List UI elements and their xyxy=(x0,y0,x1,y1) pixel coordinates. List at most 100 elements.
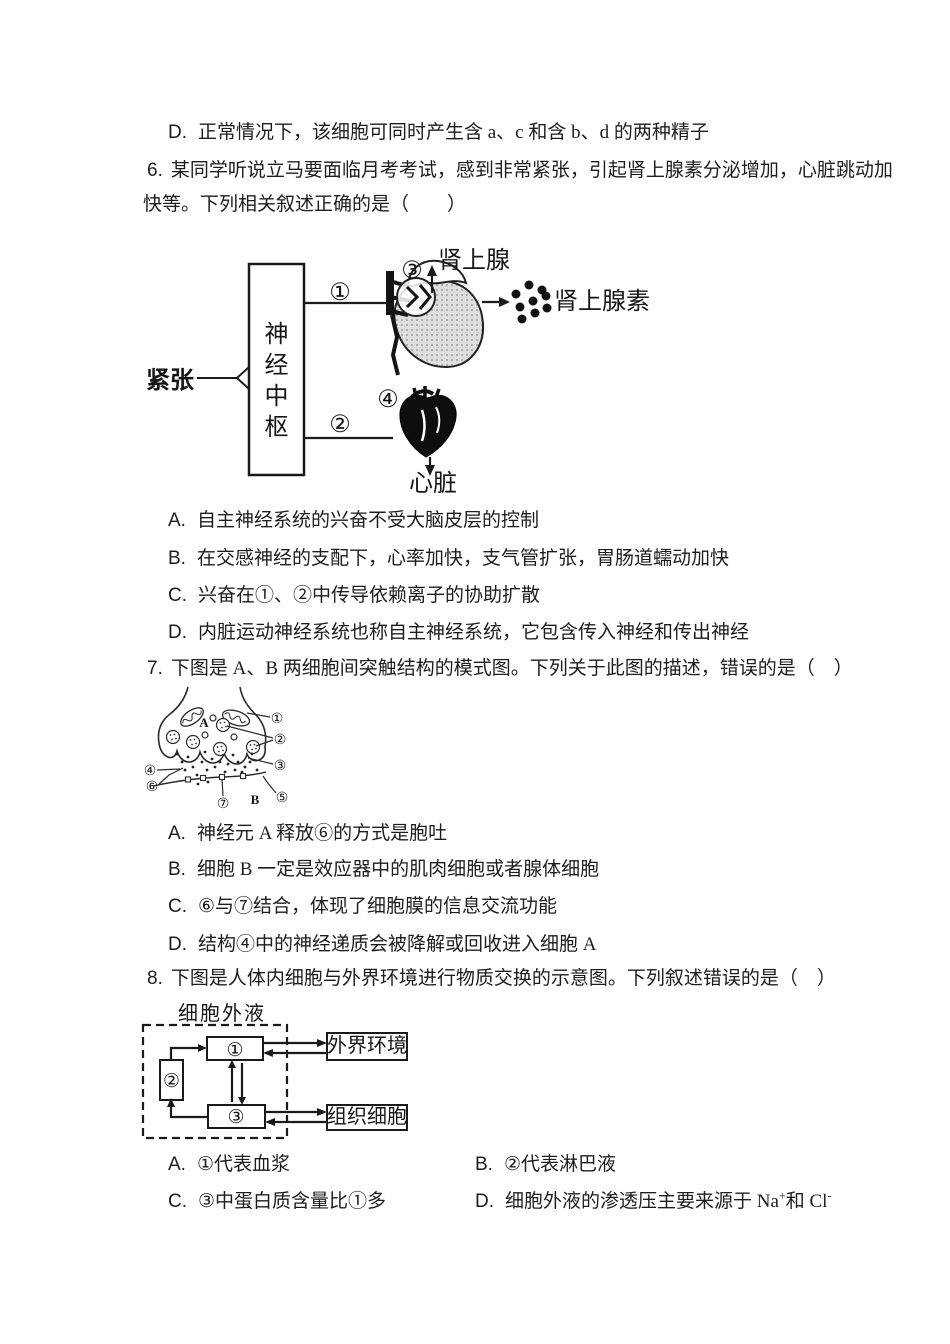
pathway-2-number: ② xyxy=(329,412,351,438)
q7-option-a: A. 神经元 A 释放⑥的方式是胞吐 xyxy=(168,821,447,847)
q6-option-b: B. 在交感神经的支配下，心率加快，支气管扩张，胃肠道蠕动加快 xyxy=(168,546,729,572)
prev-question-option-d: D. 正常情况下，该细胞可同时产生含 a、c 和含 b、d 的两种精子 xyxy=(168,120,709,146)
option-text: ③中蛋白质含量比①多 xyxy=(198,1191,387,1212)
hormone-label: 肾上腺素 xyxy=(554,288,650,315)
option-label: C. xyxy=(168,896,187,917)
cell-b-label: B xyxy=(251,792,260,807)
nerve-center-label: 神 经 中 枢 xyxy=(265,321,289,441)
stimulus-connector xyxy=(197,366,250,390)
hormone-dots xyxy=(511,280,552,324)
svg-text:神: 神 xyxy=(265,321,289,348)
component-3-number: ③ xyxy=(227,1107,244,1128)
component-1-number: ① xyxy=(226,1040,243,1061)
label-4: ④ xyxy=(144,764,157,779)
q8-internal-environment-diagram: 细胞外液 ① ② ③ 外 xyxy=(141,1002,408,1140)
tissue-cells-box xyxy=(326,1104,408,1131)
q8-option-a: A. ①代表血浆 xyxy=(168,1152,290,1178)
stem-text: 下图是人体内细胞与外界环境进行物质交换的示意图。下列叙述错误的是（ ） xyxy=(170,968,836,989)
stem-text: 某同学听说立马要面临月考考试，感到非常紧张，引起肾上腺素分泌增加，心脏跳动加 xyxy=(170,160,893,181)
option-label: B. xyxy=(168,859,186,880)
q6-option-c: C. 兴奋在①、②中传导依赖离子的协助扩散 xyxy=(168,583,540,609)
extracellular-fluid-label: 细胞外液 xyxy=(178,1002,266,1025)
label-6: ⑥ xyxy=(146,780,159,795)
option-label: B. xyxy=(168,548,186,569)
q7-option-b: B. 细胞 B 一定是效应器中的肌肉细胞或者腺体细胞 xyxy=(168,857,599,883)
option-text: 神经元 A 释放⑥的方式是胞吐 xyxy=(196,823,448,844)
q7-option-c: C. ⑥与⑦结合，体现了细胞膜的信息交流功能 xyxy=(168,894,557,920)
option-text: ②代表淋巴液 xyxy=(503,1154,616,1175)
label-5: ⑤ xyxy=(276,791,289,806)
question-7-stem: 7. 下图是 A、B 两细胞间突触结构的模式图。下列关于此图的描述，错误的是（ ） xyxy=(147,656,853,682)
option-text: 正常情况下，该细胞可同时产生含 a、c 和含 b、d 的两种精子 xyxy=(198,122,709,143)
stem-text: 快等。下列相关叙述正确的是（ ） xyxy=(143,194,467,215)
stem-text: 下图是 A、B 两细胞间突触结构的模式图。下列关于此图的描述，错误的是（ ） xyxy=(170,658,853,679)
label-2: ② xyxy=(274,733,287,748)
option-text: ⑥与⑦结合，体现了细胞膜的信息交流功能 xyxy=(198,896,558,917)
question-number: 7. xyxy=(147,658,163,679)
q8-option-c: C. ③中蛋白质含量比①多 xyxy=(168,1189,386,1215)
adrenal-label: 肾上腺 xyxy=(438,247,510,274)
label-1: ① xyxy=(271,712,284,727)
neurotransmitter-dots xyxy=(175,750,259,786)
option-text: 在交感神经的支配下，心率加快，支气管扩张，胃肠道蠕动加快 xyxy=(196,548,729,569)
mitochondrion xyxy=(180,707,204,727)
option-text: 细胞外液的渗透压主要来源于 Na xyxy=(505,1191,779,1212)
q6-option-a: A. 自主神经系统的兴奋不受大脑皮层的控制 xyxy=(168,508,539,534)
option-text: 内脏运动神经系统也称自主神经系统，它包含传入神经和传出神经 xyxy=(198,622,750,643)
adrenal-medulla-marks xyxy=(405,284,432,310)
presynaptic-terminal-outline xyxy=(157,686,267,765)
q7-synapse-diagram: A B ① ② ③ ④ ⑤ ⑥ ⑦ xyxy=(144,686,289,812)
option-text: 自主神经系统的兴奋不受大脑皮层的控制 xyxy=(196,510,539,531)
question-6-stem-line-1: 6. 某同学听说立马要面临月考考试，感到非常紧张，引起肾上腺素分泌增加，心脏跳动加 xyxy=(147,158,893,184)
heart-number-backdrop xyxy=(376,386,400,410)
option-label: C. xyxy=(168,1191,187,1212)
superscript-minus: - xyxy=(827,1188,832,1203)
external-environment-label: 外界环境 xyxy=(327,1034,407,1057)
option-label: A. xyxy=(168,823,186,844)
option-label: A. xyxy=(168,510,186,531)
option-text: ①代表血浆 xyxy=(196,1154,290,1175)
internal-flow-arrows xyxy=(167,1044,246,1119)
q7-option-d: D. 结构④中的神经递质会被降解或回收进入细胞 A xyxy=(168,932,596,958)
label-7: ⑦ xyxy=(217,797,230,812)
neuron-a-label: A xyxy=(199,715,209,730)
option-label: D. xyxy=(475,1191,494,1212)
mitochondrion xyxy=(221,709,251,727)
synaptic-vesicles xyxy=(165,714,261,757)
stimulus-label: 紧张 xyxy=(146,367,195,394)
option-label: D. xyxy=(168,622,187,643)
heart-down-arrow xyxy=(425,457,435,476)
svg-text:枢: 枢 xyxy=(265,414,289,441)
q6-neuroendocrine-pathway-diagram: 紧张 神 经 中 枢 ① xyxy=(146,247,650,497)
adrenal-circle-number: ③ xyxy=(401,258,423,284)
q8-option-b: B. ②代表淋巴液 xyxy=(475,1152,616,1178)
svg-text:经: 经 xyxy=(265,352,289,379)
question-number: 6. xyxy=(147,160,163,181)
option-text: 细胞 B 一定是效应器中的肌肉细胞或者腺体细胞 xyxy=(196,859,600,880)
option-label: D. xyxy=(168,934,187,955)
heart-label: 心脏 xyxy=(409,470,457,497)
option-label: D. xyxy=(168,122,187,143)
external-environment-box xyxy=(326,1032,408,1061)
option-label: A. xyxy=(168,1154,186,1175)
question-number: 8. xyxy=(147,968,163,989)
superscript-plus: + xyxy=(778,1188,786,1203)
svg-text:中: 中 xyxy=(265,383,289,410)
label-3: ③ xyxy=(274,759,287,774)
extracellular-fluid-boundary xyxy=(141,1023,289,1140)
question-8-stem: 8. 下图是人体内细胞与外界环境进行物质交换的示意图。下列叙述错误的是（ ） xyxy=(147,966,836,992)
option-label: C. xyxy=(168,585,187,606)
heart-circle-number: ④ xyxy=(377,387,399,413)
option-label: B. xyxy=(475,1154,493,1175)
leader-lines xyxy=(156,712,277,797)
heart-illustration xyxy=(399,386,457,458)
q8-option-d: D. 细胞外液的渗透压主要来源于 Na+和 Cl- xyxy=(475,1189,831,1215)
question-6-stem-line-2: 快等。下列相关叙述正确的是（ ） xyxy=(143,192,466,218)
option-text: 和 Cl xyxy=(785,1191,828,1212)
option-text: 兴奋在①、②中传导依赖离子的协助扩散 xyxy=(198,585,541,606)
option-text: 结构④中的神经递质会被降解或回收进入细胞 A xyxy=(198,934,597,955)
kidney-adrenal-illustration xyxy=(386,259,485,376)
receptor-proteins xyxy=(184,772,247,783)
nerve-center-box xyxy=(247,262,306,477)
pathway-1-number: ① xyxy=(329,280,351,306)
